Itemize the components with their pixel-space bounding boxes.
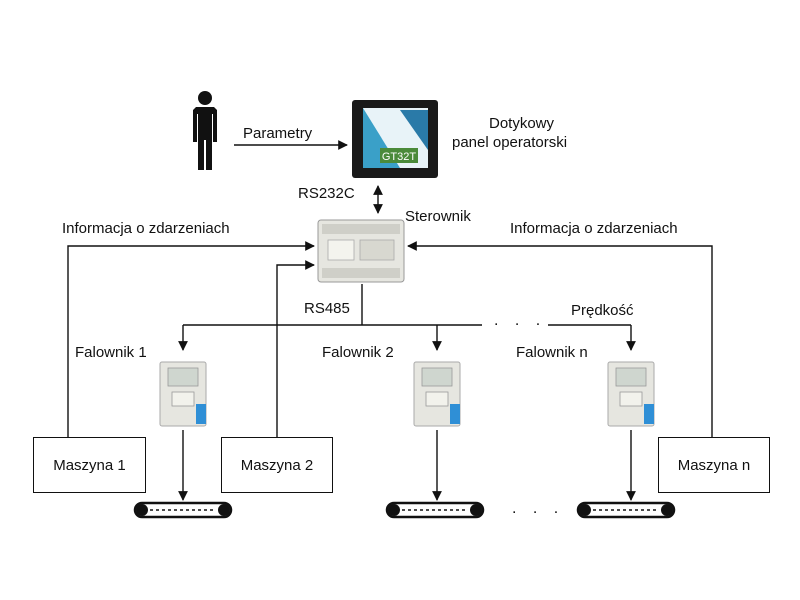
machine-n-box: Maszyna n [658,437,770,493]
rs232c-label: RS232C [298,185,355,202]
rs485-label: RS485 [304,300,350,317]
bus-ellipsis: . . . [494,312,547,329]
conveyor-2-icon [385,501,485,519]
events-right-label: Informacja o zdarzeniach [510,220,678,237]
panel-screen-text: GT32T [382,151,417,163]
plc-controller-icon [317,219,405,283]
inverter-n-icon [607,361,655,427]
events-left-line [67,241,315,437]
machine2-feedback-line [276,260,315,437]
inverter-n-label: Falownik n [516,344,588,361]
inverter-1-icon [159,361,207,427]
conveyor-ellipsis: . . . [512,500,565,517]
speed-label: Prędkość [571,302,634,319]
events-right-line [407,241,713,437]
touch-panel-icon: GT32T [352,100,438,178]
conveyor-n-icon [576,501,676,519]
inverter-2-label: Falownik 2 [322,344,394,361]
parameters-label: Parametry [243,125,313,142]
inverter-1-label: Falownik 1 [75,344,147,361]
conveyor-1-icon [133,501,233,519]
machine-1-box: Maszyna 1 [33,437,146,493]
events-left-label: Informacja o zdarzeniach [62,220,230,237]
touch-panel-label-line2: panel operatorski [452,134,568,151]
machine-2-box: Maszyna 2 [221,437,333,493]
touch-panel-label-line1: Dotykowy [489,115,555,132]
inverter-2-icon [413,361,461,427]
controller-label: Sterownik [405,208,471,225]
operator-person-icon [193,91,217,170]
